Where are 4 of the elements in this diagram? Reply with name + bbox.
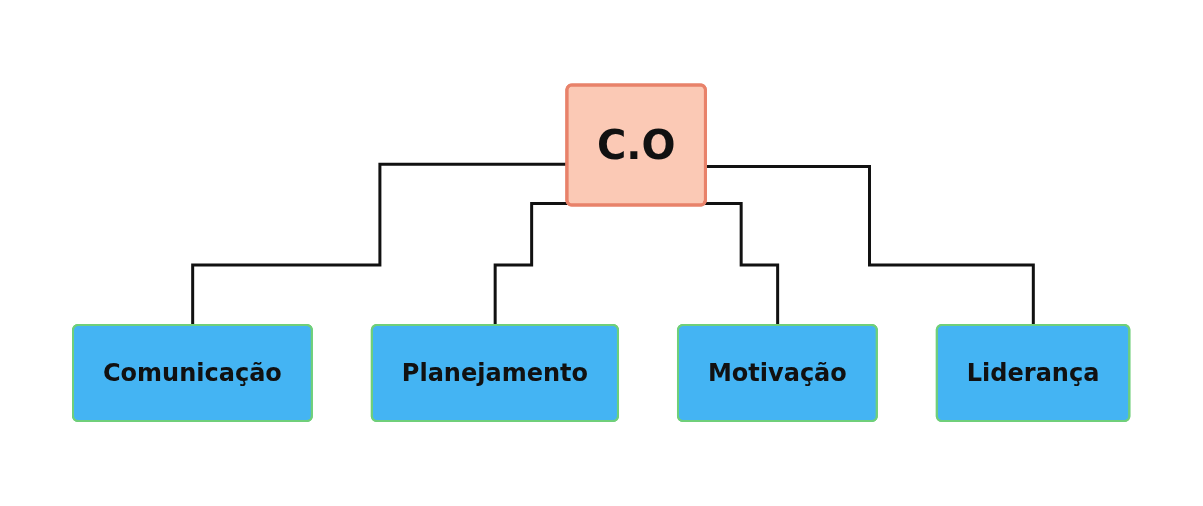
connector — [705, 202, 780, 327]
connector — [706, 164, 1036, 327]
connector — [494, 202, 569, 327]
connector — [191, 162, 568, 327]
